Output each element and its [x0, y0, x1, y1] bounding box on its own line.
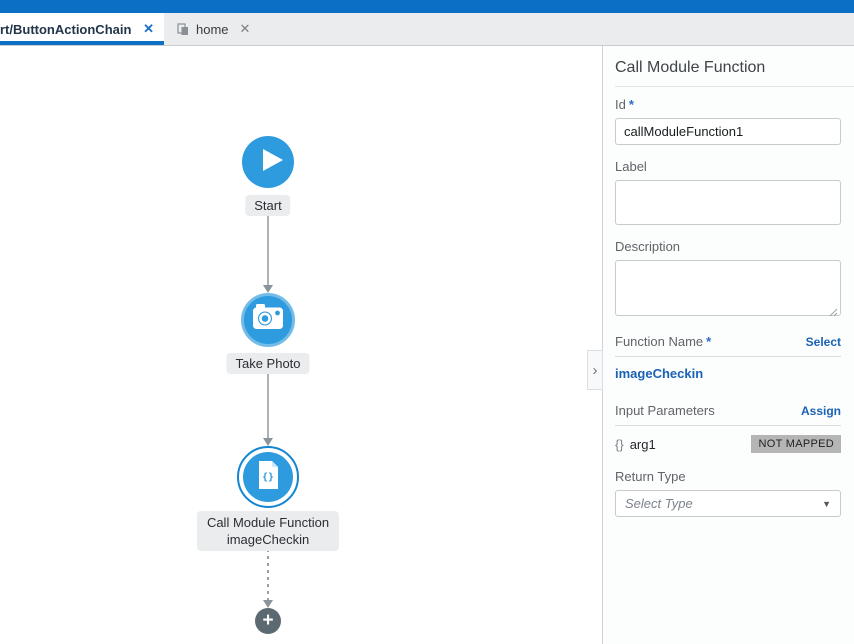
tab-button-action-chain[interactable]: rt/ButtonActionChain ✕ [0, 13, 164, 45]
editor-tabbar: rt/ButtonActionChain ✕ home ✕ [0, 13, 854, 46]
function-name-value-link[interactable]: imageCheckin [615, 366, 704, 381]
chevron-right-icon: › [592, 361, 598, 379]
required-asterisk: * [706, 334, 712, 349]
properties-panel-header: Call Module Function [603, 46, 854, 86]
node-call-module-function[interactable]: {} [237, 446, 299, 508]
node-call-module-function-label[interactable]: Call Module Function imageCheckin [196, 511, 340, 551]
resize-grip-icon[interactable] [829, 304, 838, 317]
add-action-button[interactable]: + [255, 608, 281, 634]
tab-home[interactable]: home ✕ [164, 13, 264, 45]
return-type-placeholder: Select Type [625, 496, 693, 511]
page-copy-icon [177, 22, 189, 36]
function-name-divider [615, 356, 841, 357]
action-chain-canvas[interactable]: Start Take Photo {} Call Mod [0, 46, 602, 644]
return-type-select[interactable]: Select Type ▼ [615, 490, 841, 517]
input-parameters-row: Input Parameters Assign [615, 403, 841, 418]
description-textarea[interactable] [615, 260, 841, 317]
parameter-name: arg1 [629, 436, 656, 452]
svg-text:{}: {} [262, 472, 274, 483]
input-parameters-label: Input Parameters [615, 403, 715, 418]
camera-icon [244, 294, 292, 347]
close-icon[interactable]: ✕ [143, 21, 154, 36]
tab-home-label: home [196, 21, 229, 37]
dropdown-caret-icon: ▼ [822, 498, 831, 509]
panel-header-divider [615, 86, 854, 87]
properties-panel-title: Call Module Function [615, 59, 766, 76]
tab-button-action-chain-label: rt/ButtonActionChain [0, 21, 132, 37]
panel-collapse-handle[interactable]: › [587, 350, 603, 390]
input-parameters-divider [615, 425, 841, 426]
id-input[interactable] [615, 118, 841, 145]
node-call-module-function-label-line1: Call Module Function [206, 515, 330, 530]
node-call-module-function-inner: {} [243, 452, 293, 502]
id-field-label: Id* [615, 97, 634, 112]
braces-icon: {} [615, 436, 624, 452]
function-name-label: Function Name* [615, 334, 712, 349]
module-function-document-icon: {} [244, 451, 292, 504]
not-mapped-badge: NOT MAPPED [751, 435, 841, 453]
properties-panel: Call Module Function Id* Label Descripti… [602, 46, 854, 644]
function-name-select-link[interactable]: Select [805, 335, 841, 349]
required-asterisk: * [628, 97, 634, 112]
label-field-label: Label [615, 159, 647, 174]
return-type-label: Return Type [615, 469, 686, 484]
node-call-module-function-label-line2: imageCheckin [226, 532, 310, 547]
node-start[interactable] [242, 136, 294, 188]
flow-connectors [263, 216, 273, 608]
node-start-label[interactable]: Start [245, 195, 291, 216]
node-take-photo-label[interactable]: Take Photo [226, 353, 310, 374]
node-take-photo[interactable] [241, 293, 295, 347]
plus-icon: + [262, 609, 274, 631]
label-input[interactable] [615, 180, 841, 225]
play-icon [242, 134, 294, 191]
input-parameters-assign-link[interactable]: Assign [800, 404, 841, 418]
app-header-strip [0, 0, 854, 13]
close-icon[interactable]: ✕ [239, 21, 251, 36]
description-field-label: Description [615, 239, 681, 254]
properties-panel-body: Id* Label Description Function Name* Sel… [603, 87, 854, 517]
parameter-row-arg1: {} arg1 NOT MAPPED [615, 435, 841, 453]
function-name-row: Function Name* Select [615, 334, 841, 349]
